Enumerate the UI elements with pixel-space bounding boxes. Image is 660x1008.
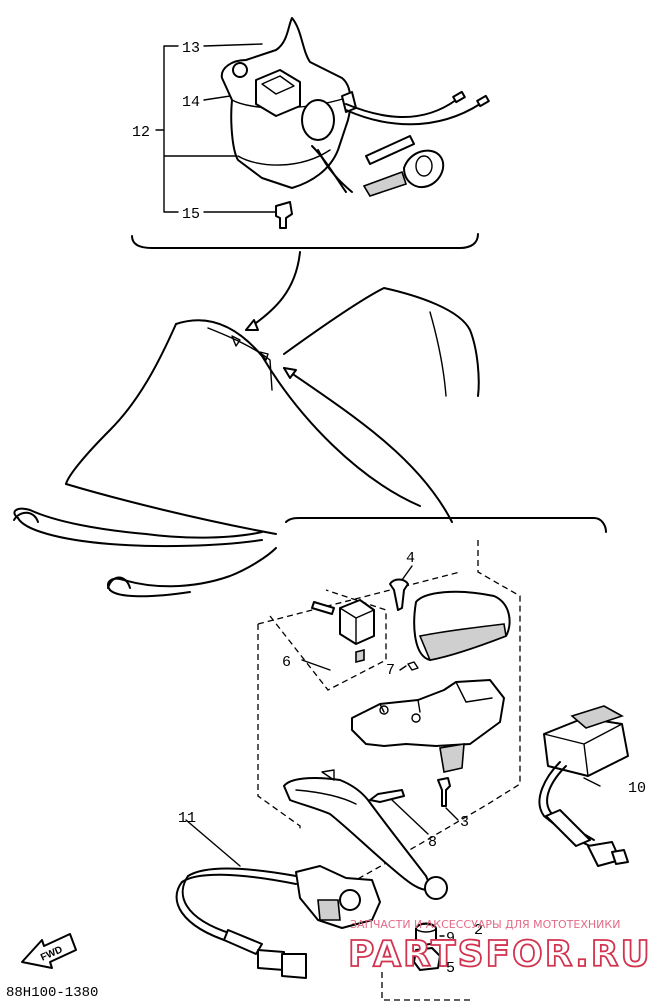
callout-12: 12	[132, 124, 150, 141]
callout-8: 8	[428, 834, 437, 851]
callout-5: 5	[446, 960, 455, 977]
group-bracket-12	[155, 45, 239, 213]
fwd-arrow: FWD	[21, 933, 77, 969]
throttle-housing-group	[131, 17, 490, 249]
leader-lines	[185, 565, 601, 967]
watermark-tagline: ЗАПЧАСТИ И АКСЕССУАРЫ ДЛЯ МОТОТЕХНИКИ	[350, 918, 620, 931]
fwd-arrow-icon	[21, 933, 77, 969]
watermark-brand: PARTSFOR.RU	[348, 934, 652, 975]
callout-3: 3	[460, 814, 469, 831]
snowmobile-outline	[13, 287, 480, 598]
lever-switch	[295, 865, 381, 929]
callout-14: 14	[182, 94, 200, 111]
arrow-to-handlebar	[245, 251, 301, 331]
diagram-code: 88H100-1380	[6, 985, 98, 1001]
callout-10: 10	[628, 780, 646, 797]
callout-11: 11	[178, 810, 196, 827]
screw-15	[275, 201, 293, 229]
brake-lever-group	[175, 517, 629, 1001]
watermark: ЗАПЧАСТИ И АКСЕССУАРЫ ДЛЯ МОТОТЕХНИКИ PA…	[347, 918, 652, 976]
callout-13: 13	[182, 40, 200, 57]
callout-15: 15	[182, 206, 200, 223]
callout-4: 4	[406, 550, 415, 567]
callout-labels: 13 14 12 15 4 6 7 10 11 3 8 2 9 5	[132, 40, 646, 977]
detail-frame-lower	[285, 517, 607, 533]
detail-frame-top	[131, 233, 479, 249]
callout-9: 9	[446, 930, 455, 947]
callout-2: 2	[474, 922, 483, 939]
callout-7: 7	[386, 662, 395, 679]
callout-6: 6	[282, 654, 291, 671]
arrow-to-lever-group	[283, 367, 453, 523]
